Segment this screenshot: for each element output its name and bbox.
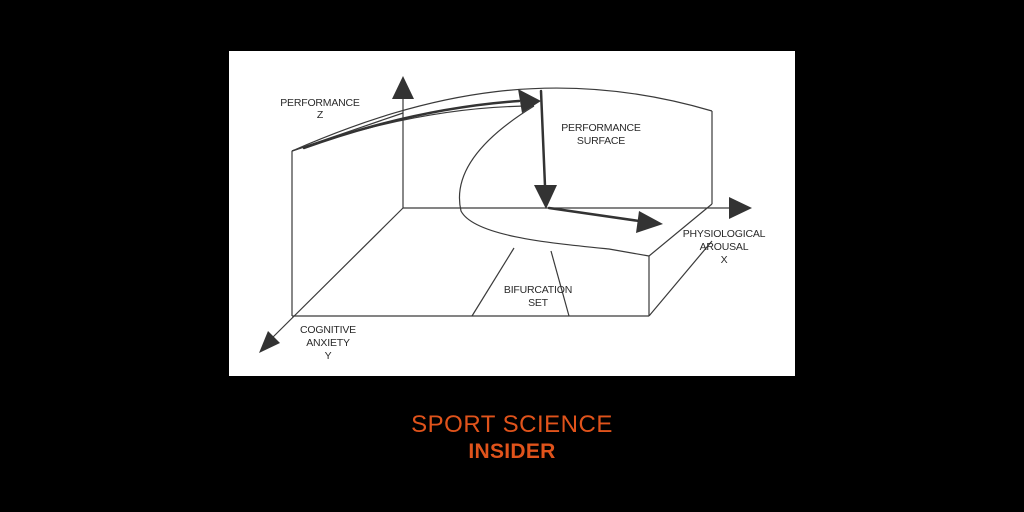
anxiety-axis-line	[266, 207, 404, 344]
bifurcation-right-line	[550, 250, 570, 317]
trajectory-lower-arrowhead	[636, 211, 663, 233]
performance-axis-label-line2: Z	[317, 109, 324, 121]
brand-name-line1: SPORT SCIENCE	[411, 411, 613, 438]
brand-name-line2: INSIDER	[468, 440, 556, 463]
arousal-axis-label-line2: AROUSAL	[700, 241, 749, 253]
arousal-axis-arrowhead	[729, 197, 752, 219]
surface-back-curve	[291, 87, 713, 152]
bifurcation-left-line	[471, 247, 515, 317]
trajectory-drop-line	[539, 89, 547, 188]
surface-upper-curve	[291, 105, 535, 152]
bifurcation-label-line1: BIFURCATION	[504, 284, 572, 296]
surface-fold-curve	[458, 105, 650, 257]
anxiety-axis-arrowhead	[259, 331, 280, 353]
bifurcation-label-line2: SET	[528, 297, 549, 309]
anxiety-axis-label-line1: COGNITIVE	[300, 324, 356, 336]
performance-axis-arrowhead	[392, 76, 414, 99]
surface-label-line2: SURFACE	[577, 135, 625, 147]
surface-label-line1: PERFORMANCE	[561, 122, 641, 134]
trajectory-drop-arrowhead	[534, 185, 557, 209]
catastrophe-model-diagram: PERFORMANCE Z PERFORMANCE SURFACE PHYSIO…	[259, 76, 766, 362]
performance-axis-label-line1: PERFORMANCE	[280, 97, 360, 109]
right-bottom-depth-edge	[648, 240, 713, 317]
catastrophe-model-figure: PERFORMANCE Z PERFORMANCE SURFACE PHYSIO…	[229, 51, 795, 376]
trajectory-lower-line	[547, 206, 641, 223]
trajectory-upper-arrowhead	[518, 89, 541, 113]
trajectory-upper-line	[302, 99, 521, 150]
right-top-depth-edge	[648, 203, 713, 257]
arousal-axis-label-line1: PHYSIOLOGICAL	[683, 228, 766, 240]
brand-logo: SPORT SCIENCE INSIDER	[0, 410, 1024, 464]
anxiety-axis-label-line2: ANXIETY	[306, 337, 350, 349]
arousal-axis-label-line3: X	[721, 254, 728, 266]
anxiety-axis-label-line3: Y	[325, 350, 332, 362]
